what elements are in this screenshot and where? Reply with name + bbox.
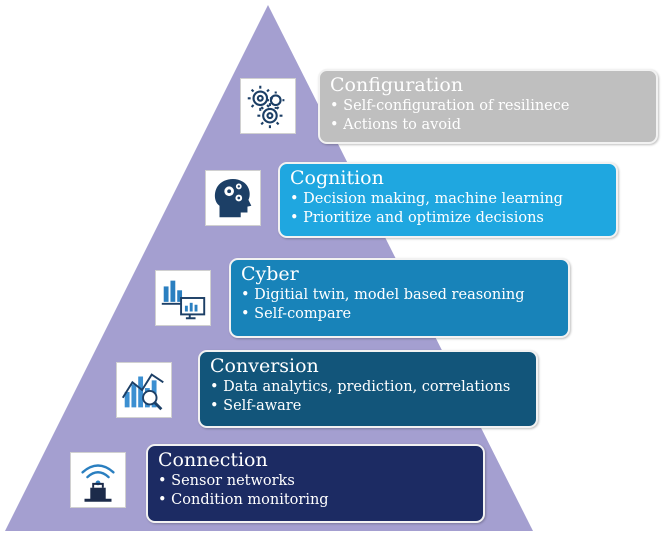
layer-connection: Connection • Sensor networks • Condition… [146, 444, 485, 523]
layer-cyber: Cyber • Digitial twin, model based reaso… [229, 258, 570, 338]
layer-bullet: • Prioritize and optimize decisions [290, 210, 544, 226]
layer-bullet: • Sensor networks [158, 473, 295, 489]
layer-title: Connection [158, 449, 268, 471]
layer-bullet: • Decision making, machine learning [290, 191, 563, 207]
layer-configuration: Configuration • Self-configuration of re… [318, 69, 658, 144]
wireless-sensor-icon [70, 452, 126, 508]
head-gears-icon [205, 170, 261, 226]
layer-conversion: Conversion • Data analytics, prediction,… [198, 350, 538, 428]
layer-bullet: • Self-compare [241, 306, 352, 322]
layer-bullet: • Condition monitoring [158, 492, 329, 508]
gears-icon [240, 78, 296, 134]
layer-cognition: Cognition • Decision making, machine lea… [278, 162, 618, 238]
layer-title: Conversion [210, 355, 319, 377]
layer-bullet: • Data analytics, prediction, correlatio… [210, 379, 511, 395]
layer-bullet: • Digitial twin, model based reasoning [241, 287, 525, 303]
layer-title: Configuration [330, 74, 464, 96]
layer-bullet: • Actions to avoid [330, 117, 461, 133]
layer-title: Cognition [290, 167, 384, 189]
layer-bullet: • Self-configuration of resilinece [330, 98, 570, 114]
layer-bullet: • Self-aware [210, 398, 302, 414]
analytics-icon [116, 362, 172, 418]
digital-twin-icon [155, 270, 211, 326]
layer-title: Cyber [241, 263, 299, 285]
